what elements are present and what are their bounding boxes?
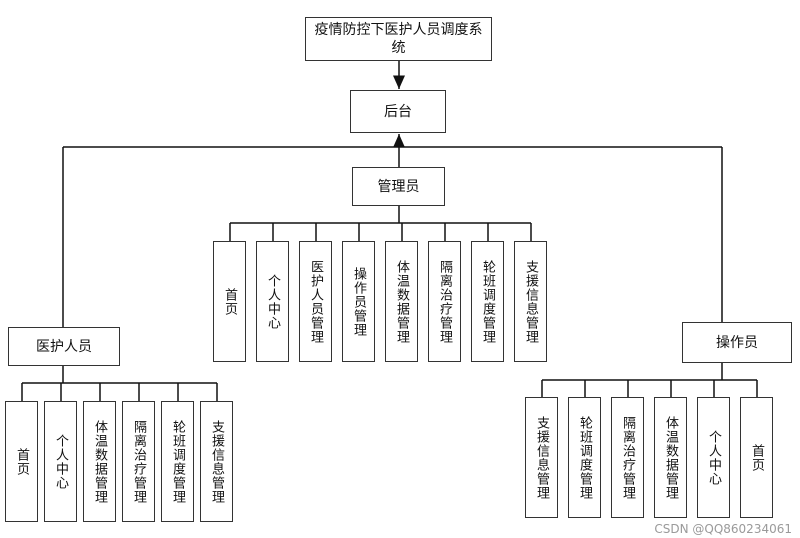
operator-module: 个人中心 [697, 397, 730, 518]
admin-module: 支援信息管理 [514, 241, 547, 362]
medical-node: 医护人员 [8, 327, 120, 366]
operator-node: 操作员 [682, 322, 792, 363]
medical-module: 体温数据管理 [83, 401, 116, 522]
admin-module: 操作员管理 [342, 241, 375, 362]
medical-module: 个人中心 [44, 401, 77, 522]
admin-node-label: 管理员 [377, 178, 420, 195]
medical-module: 首页 [5, 401, 38, 522]
admin-module: 首页 [213, 241, 246, 362]
medical-module: 隔离治疗管理 [122, 401, 155, 522]
medical-module: 支援信息管理 [200, 401, 233, 522]
admin-module: 轮班调度管理 [471, 241, 504, 362]
operator-node-label: 操作员 [716, 334, 758, 351]
operator-module: 隔离治疗管理 [611, 397, 644, 518]
admin-module: 个人中心 [256, 241, 289, 362]
backend-node: 后台 [350, 90, 446, 133]
backend-node-label: 后台 [384, 103, 412, 120]
operator-module: 首页 [740, 397, 773, 518]
operator-module: 轮班调度管理 [568, 397, 601, 518]
root-node-label: 疫情防控下医护人员调度系统 [314, 22, 483, 56]
admin-module: 隔离治疗管理 [428, 241, 461, 362]
operator-module: 支援信息管理 [525, 397, 558, 518]
root-node: 疫情防控下医护人员调度系统 [305, 17, 492, 61]
admin-module: 医护人员管理 [299, 241, 332, 362]
watermark-text: CSDN @QQ860234061 [654, 522, 792, 536]
admin-node: 管理员 [352, 167, 445, 206]
medical-module: 轮班调度管理 [161, 401, 194, 522]
operator-module: 体温数据管理 [654, 397, 687, 518]
medical-node-label: 医护人员 [36, 338, 92, 355]
admin-module: 体温数据管理 [385, 241, 418, 362]
